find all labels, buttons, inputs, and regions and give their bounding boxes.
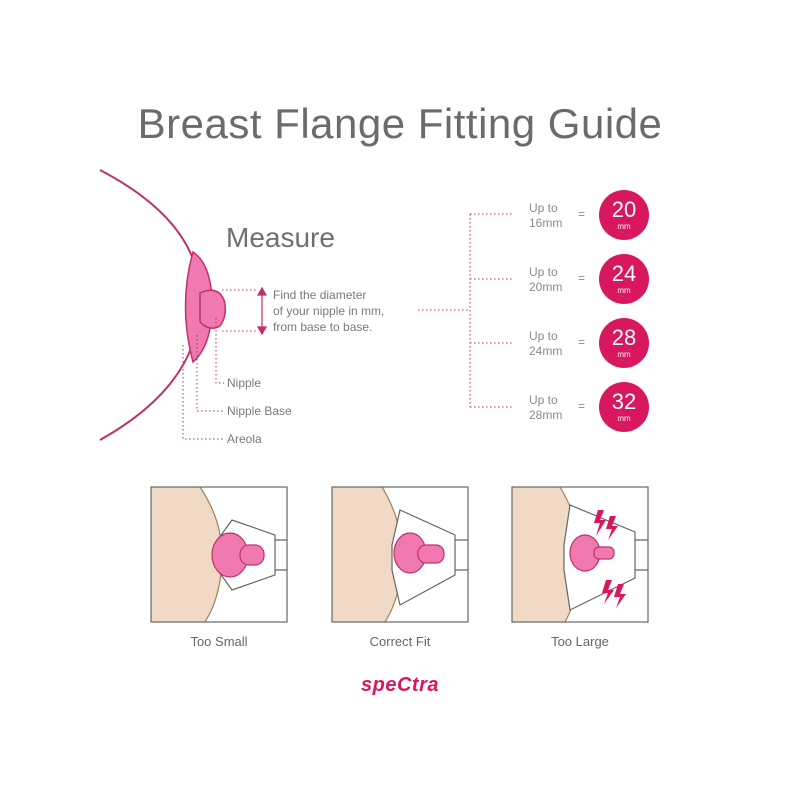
label-nipple: Nipple: [227, 376, 262, 390]
measure-description: Find the diameter of your nipple in mm, …: [273, 288, 385, 334]
fit-too-small-illustration: [151, 487, 287, 622]
nipple-shape: [199, 289, 227, 329]
size-badge-32: 32 mm: [599, 382, 649, 432]
brand-logo: speCtra: [361, 674, 439, 696]
measure-heading: Measure: [226, 222, 335, 253]
areola-shape: [184, 250, 213, 364]
fit-too-large-illustration: [512, 487, 648, 622]
fit-caption-too-large: Too Large: [551, 634, 609, 649]
size-badge-20: 20 mm: [599, 190, 649, 240]
fit-correct-illustration: [332, 487, 468, 622]
page-title: Breast Flange Fitting Guide: [137, 100, 663, 147]
fit-caption-correct: Correct Fit: [369, 634, 431, 649]
fit-caption-too-small: Too Small: [190, 634, 248, 649]
pain-lightning-icon: [594, 510, 626, 608]
measure-arrow: [256, 286, 268, 336]
anatomy-leaders: [182, 213, 512, 440]
label-nipple-base: Nipple Base: [227, 404, 292, 418]
size-badge-24: 24 mm: [599, 254, 649, 304]
size-badge-28: 28 mm: [599, 318, 649, 368]
label-areola: Areola: [227, 432, 262, 446]
